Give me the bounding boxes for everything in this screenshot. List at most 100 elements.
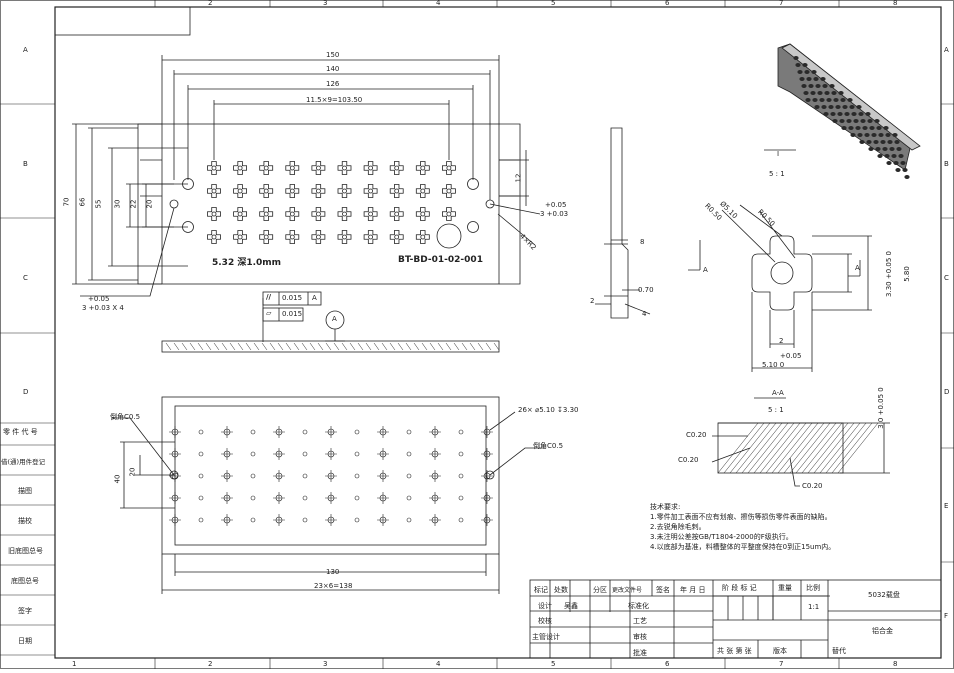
iso-cavity [882, 147, 888, 151]
cavity-hole [342, 234, 347, 240]
bottom-hole [458, 473, 464, 479]
zone-bottom-3: 3 [323, 660, 328, 668]
cavity-hole [420, 165, 426, 171]
cavity [207, 230, 221, 244]
gdt-parallel-value: 0.015 [282, 294, 303, 302]
cavity-hole [315, 234, 321, 240]
cavity [207, 161, 221, 175]
hole-centerline [169, 514, 181, 526]
zone-right-d: D [944, 388, 950, 396]
cavity [311, 230, 326, 244]
detail-scale: 5 : 1 [769, 170, 785, 178]
hole-centerline [377, 514, 389, 526]
cavity-hole [263, 165, 269, 171]
bottom-hole [198, 473, 204, 479]
cavity-hole [342, 165, 347, 171]
iso-cavity [848, 126, 854, 130]
cavity-hole [446, 211, 452, 217]
cavity-hole [289, 165, 295, 171]
bottom-hole [406, 451, 412, 457]
tol-bottom-upper: +0.05 [88, 295, 110, 303]
cavity-hole [368, 188, 374, 194]
zone-bottom-5: 5 [551, 660, 556, 668]
bottom-hole [198, 517, 204, 523]
panel-trace: 描图 [18, 487, 32, 495]
iso-cavity [889, 147, 895, 151]
iso-cavity [817, 91, 823, 95]
iso-cavity [828, 105, 834, 109]
iso-cavity [895, 168, 901, 172]
iso-cavity [808, 84, 814, 88]
section-c3: C0.20 [802, 482, 823, 490]
zone-top-2: 2 [208, 0, 213, 7]
iso-cavity [847, 98, 853, 102]
detail-section-a: A [855, 264, 860, 272]
hole-centerline [325, 448, 337, 460]
tech-note-1: 1.零件加工表面不应有划痕、擦伤等损伤零件表面的缺陷。 [650, 513, 832, 521]
iso-cavity [842, 105, 848, 109]
hole-centerline [377, 426, 389, 438]
iso-cavity [896, 147, 902, 151]
bottom-hole [302, 451, 308, 457]
gdt-parallel-ref: A [312, 294, 317, 302]
hole-centerline [325, 514, 337, 526]
tb-weight: 重量 [778, 584, 792, 592]
hole-centerline [273, 448, 285, 460]
chamfer-right: 倒角C0.5 [533, 442, 564, 450]
dim-150: 150 [326, 51, 340, 59]
bottom-hole [198, 495, 204, 501]
cavity [207, 184, 221, 198]
iso-cavity [898, 154, 904, 158]
iso-cavity [850, 133, 856, 137]
zone-left-c: C [23, 274, 28, 282]
iso-cavity [894, 140, 900, 144]
panel-borrow-reg: 借(通)用件登记 [1, 458, 46, 466]
iso-cavity [802, 63, 808, 67]
cavity-hole [211, 165, 217, 171]
iso-cavity [887, 140, 893, 144]
hole-centerline [273, 492, 285, 504]
side-dim-4: 4 [642, 310, 647, 318]
cavity-hole [368, 234, 374, 240]
cavity [259, 184, 274, 198]
cavity-hole [394, 211, 400, 217]
hole-centerline [169, 470, 181, 482]
bottom-hole [198, 429, 204, 435]
panel-part-code: 零 件 代 号 [3, 428, 38, 436]
cavity-hole [237, 234, 243, 240]
cavity [442, 184, 456, 198]
iso-cavity [891, 154, 897, 158]
hole-centerline [169, 426, 181, 438]
hole-centerline [481, 448, 493, 460]
iso-cavity [869, 126, 875, 130]
cavity-hole [420, 234, 426, 240]
chamfer-left: 倒角C0.5 [110, 413, 141, 421]
iso-cavity [806, 77, 812, 81]
tb-replace: 替代 [832, 647, 846, 655]
cavity-hole [237, 165, 243, 171]
zone-right-c: C [944, 274, 949, 282]
tb-design: 设计 [538, 602, 552, 610]
dim-pitch: 11.5×9=103.50 [306, 96, 363, 104]
bottom-hole [302, 495, 308, 501]
detail-tol-up: +0.05 [780, 352, 802, 360]
iso-cavity [851, 112, 857, 116]
iso-cavity [811, 70, 817, 74]
iso-cavity [835, 105, 841, 109]
bottom-hole [406, 495, 412, 501]
hole-centerline [273, 514, 285, 526]
iso-cavity [871, 133, 877, 137]
dim-12: 12 [514, 173, 523, 183]
bottom-hole [458, 517, 464, 523]
zone-bottom-8: 8 [893, 660, 898, 668]
cavity [311, 184, 326, 198]
iso-cavity [832, 119, 838, 123]
dim-40: 40 [113, 474, 122, 484]
cavity [311, 161, 326, 175]
cavity [233, 184, 247, 198]
tb-version: 版本 [773, 647, 787, 655]
cavity [233, 207, 247, 221]
tech-note-3: 3.未注明公差按GB/T1804-2000的F级执行。 [650, 533, 793, 541]
tb-mark: 标记 [534, 586, 548, 594]
iso-cavity [856, 105, 862, 109]
